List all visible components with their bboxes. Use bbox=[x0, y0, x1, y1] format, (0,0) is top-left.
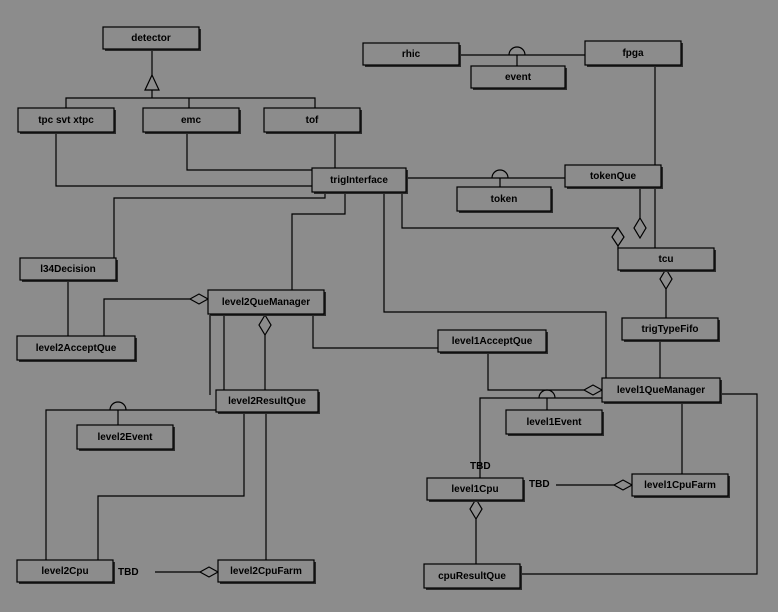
class-name: level2CpuFarm bbox=[230, 566, 302, 577]
generalization-bus bbox=[65, 97, 316, 108]
class-level2acceptque: level2AcceptQue bbox=[16, 335, 137, 362]
tokenque-diamond bbox=[633, 216, 647, 240]
class-trigtypefifo: trigTypeFifo bbox=[621, 317, 720, 342]
class-level2event: level2Event bbox=[76, 424, 175, 451]
class-l34decision: l34Decision bbox=[19, 257, 118, 282]
class-name: level1Cpu bbox=[451, 484, 498, 495]
class-tcu: tcu bbox=[617, 247, 716, 272]
class-fpga: fpga bbox=[584, 40, 683, 67]
level1event-hop bbox=[538, 389, 556, 399]
class-name: token bbox=[491, 194, 518, 205]
l2qm-l1acc-link bbox=[312, 315, 438, 349]
class-name: level2Cpu bbox=[41, 566, 88, 577]
l1acc-l1qm-link bbox=[487, 353, 584, 391]
trig-tcu-diamond bbox=[611, 226, 625, 248]
class-event: event bbox=[470, 65, 567, 90]
connectors bbox=[45, 46, 758, 578]
token-hop bbox=[491, 169, 509, 179]
class-name: trigInterface bbox=[330, 175, 388, 186]
trig-l1qm-link bbox=[383, 192, 607, 378]
l1acc-diamond bbox=[582, 384, 604, 396]
l2acc-l2qm-link bbox=[103, 298, 190, 336]
l2qm-l2cpu-link bbox=[45, 315, 225, 560]
class-name: level2AcceptQue bbox=[36, 343, 117, 354]
class-level1event: level1Event bbox=[505, 409, 604, 436]
class-name: emc bbox=[181, 115, 201, 126]
l2acc-diamond bbox=[188, 293, 210, 305]
class-rhic: rhic bbox=[362, 42, 461, 67]
class-level2quemanager: level2QueManager bbox=[207, 289, 326, 316]
generalization-arrow bbox=[144, 73, 160, 91]
class-detector: detector bbox=[102, 26, 201, 51]
class-boxes: detector tpc svt xtpc emc tof rhic bbox=[16, 26, 730, 590]
emc-trig-link bbox=[186, 133, 312, 171]
class-name: l34Decision bbox=[40, 264, 96, 275]
tpc-trig-link bbox=[55, 133, 312, 187]
class-tokenque: tokenQue bbox=[564, 164, 663, 189]
l2result-diamond bbox=[258, 313, 272, 337]
tbd-note: TBD bbox=[529, 479, 550, 490]
class-name: trigTypeFifo bbox=[641, 324, 698, 335]
class-name: detector bbox=[131, 33, 171, 44]
class-name: tcu bbox=[659, 254, 674, 265]
class-emc: emc bbox=[142, 107, 241, 134]
tbd-note: TBD bbox=[470, 461, 491, 472]
l2result-l2cpu-link bbox=[97, 412, 245, 560]
class-tpc-svt-xtpc: tpc svt xtpc bbox=[17, 107, 116, 134]
class-level1cpufarm: level1CpuFarm bbox=[631, 473, 730, 498]
l1cpu-diamond bbox=[612, 479, 634, 491]
class-level1cpu: level1Cpu bbox=[426, 477, 525, 502]
class-triginterface: trigInterface bbox=[311, 167, 408, 194]
event-hop bbox=[508, 46, 526, 56]
class-level2cpu: level2Cpu bbox=[16, 559, 115, 584]
class-level1quemanager: level1QueManager bbox=[601, 377, 722, 404]
class-name: level2ResultQue bbox=[228, 396, 306, 407]
class-level2cpufarm: level2CpuFarm bbox=[217, 559, 316, 584]
trig-l2qm-link bbox=[291, 192, 346, 290]
class-name: fpga bbox=[622, 48, 644, 59]
l2cpu-diamond bbox=[198, 566, 220, 578]
l1qm-cpuresult-link bbox=[520, 393, 758, 575]
l1qm-l1cpu-link bbox=[479, 397, 606, 478]
tbd-note: TBD bbox=[118, 567, 139, 578]
notes: TBD TBD TBD bbox=[118, 461, 550, 578]
class-name: level1QueManager bbox=[617, 385, 705, 396]
class-cpuresultque: cpuResultQue bbox=[423, 563, 522, 590]
class-name: level1AcceptQue bbox=[452, 336, 533, 347]
class-name: rhic bbox=[402, 49, 421, 60]
class-name: level1Event bbox=[526, 417, 582, 428]
class-name: level2QueManager bbox=[222, 297, 310, 308]
trig-l34-link bbox=[113, 192, 326, 258]
class-name: event bbox=[505, 72, 532, 83]
class-tof: tof bbox=[263, 107, 362, 134]
class-name: tpc svt xtpc bbox=[38, 115, 94, 126]
class-name: level2Event bbox=[97, 432, 153, 443]
class-token: token bbox=[456, 186, 553, 213]
class-name: level1CpuFarm bbox=[644, 480, 716, 491]
class-level1acceptque: level1AcceptQue bbox=[437, 329, 548, 354]
class-name: tokenQue bbox=[590, 171, 637, 182]
class-level2resultque: level2ResultQue bbox=[215, 389, 320, 414]
class-name: cpuResultQue bbox=[438, 571, 506, 582]
level2event-hop bbox=[109, 401, 127, 411]
class-name: tof bbox=[306, 115, 319, 126]
